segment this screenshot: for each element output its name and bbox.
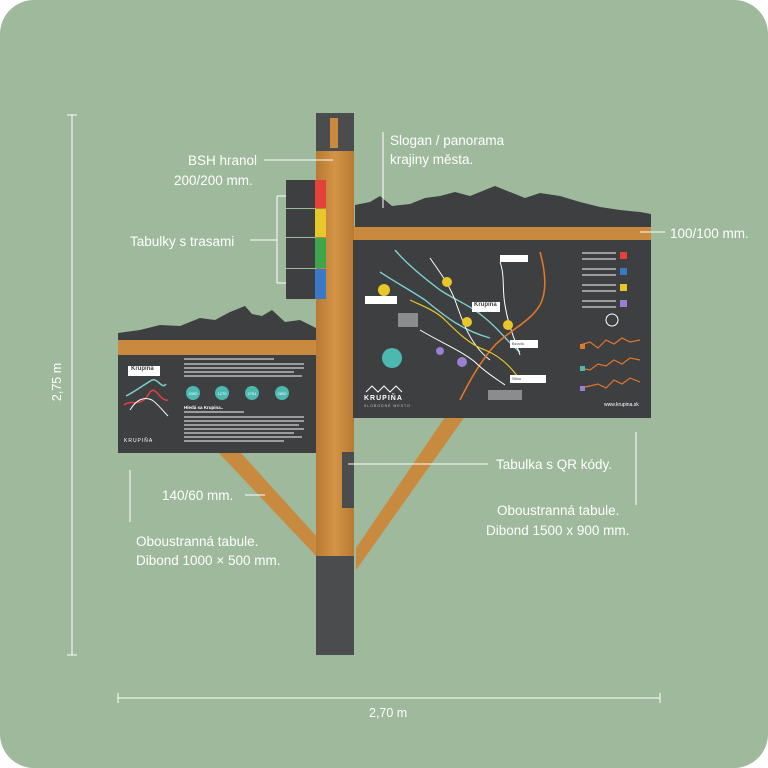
large-board-label-line2: Dibond 1500 x 900 mm. [486, 523, 630, 538]
large-board-town: Krupina [474, 302, 497, 308]
large-board-label-line1: Oboustranná tabule. [497, 503, 620, 518]
height-dimension-label: 2,75 m [50, 362, 65, 402]
stat-badge: 1270 [217, 391, 227, 396]
bsh-label-line2: 200/200 mm. [174, 173, 253, 188]
leader-lines [129, 132, 665, 522]
stat-badge: 2800 [277, 391, 287, 396]
post-top-stripe [330, 118, 338, 148]
small-board-logo: KRUPIŇA [124, 438, 154, 444]
bsh-label-line1: BSH hranol [188, 153, 258, 168]
right-panorama [355, 186, 651, 227]
large-board-url: www.krupina.sk [604, 402, 639, 408]
small-board-town: Krupina [131, 366, 154, 372]
trail-plates [286, 180, 326, 299]
small-board-heading: Hledá sa Krupina.. [184, 405, 224, 410]
post-base [316, 555, 354, 655]
slogan-label-line2: krajiny města. [390, 152, 474, 167]
large-board [353, 240, 651, 418]
qr-label: Tabulka s QR kódy. [496, 457, 613, 472]
small-board-label-line1: Oboustranná tabule. [136, 534, 259, 549]
left-panorama [118, 306, 316, 340]
map-place-label: Sitno [512, 376, 522, 381]
height-dimension-line [67, 114, 77, 656]
left-beam [118, 339, 316, 355]
right-beam [353, 226, 651, 240]
small-board [118, 355, 316, 453]
map-place-label: Bzovík [512, 341, 525, 346]
tabulky-label: Tabulky s trasami [130, 234, 235, 249]
left-strut [218, 452, 318, 558]
large-board-logo-subtext: SLOBODNÉ MESTO [364, 404, 411, 408]
stat-badge: 2761 [247, 391, 257, 396]
width-dimension-label: 2,70 m [369, 706, 408, 720]
width-dimension-line [117, 693, 661, 703]
beam-label: 100/100 mm. [670, 226, 749, 241]
qr-plate [342, 452, 354, 508]
stat-badge: 2000 [188, 391, 198, 396]
small-board-label-line2: Dibond 1000 × 500 mm. [136, 553, 281, 568]
strut-label: 140/60 mm. [162, 488, 234, 503]
large-board-logo: KRUPIŇA [364, 395, 403, 402]
slogan-label-line1: Slogan / panorama [390, 133, 505, 148]
right-strut [356, 398, 478, 570]
